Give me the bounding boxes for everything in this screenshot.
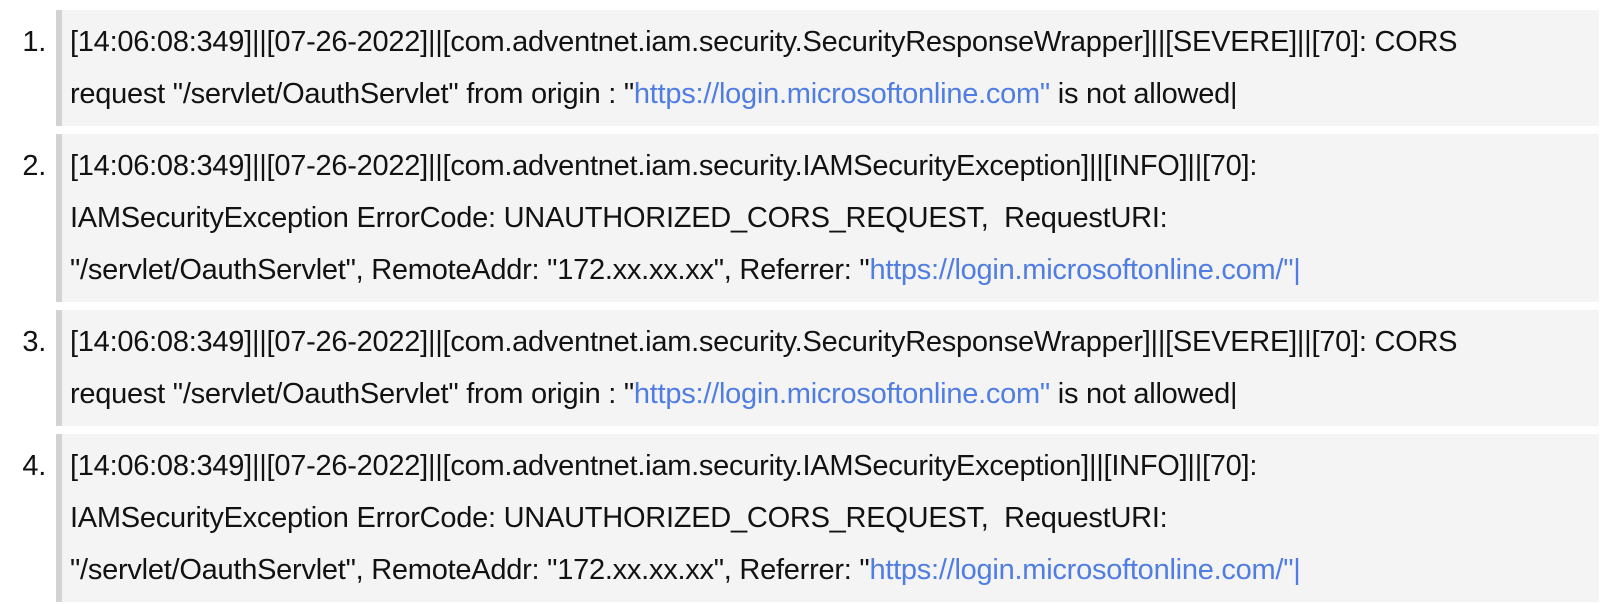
log-text-segment: [14:06:08:349]||[07-26-2022]||[com.adven… bbox=[70, 150, 1258, 286]
log-text-segment: is not allowed| bbox=[1049, 378, 1238, 410]
log-url-link[interactable]: https://login.microsoftonline.com/"| bbox=[869, 554, 1301, 586]
log-entry-text: [14:06:08:349]||[07-26-2022]||[com.adven… bbox=[56, 10, 1599, 126]
log-entry-text: [14:06:08:349]||[07-26-2022]||[com.adven… bbox=[56, 134, 1599, 302]
log-entry-text: [14:06:08:349]||[07-26-2022]||[com.adven… bbox=[56, 434, 1599, 602]
log-url-link[interactable]: https://login.microsoftonline.com" bbox=[633, 78, 1050, 110]
log-text-segment: is not allowed| bbox=[1049, 78, 1238, 110]
log-entry: 2. [14:06:08:349]||[07-26-2022]||[com.ad… bbox=[0, 134, 1622, 302]
log-entry-number: 4. bbox=[22, 450, 46, 482]
log-entry-number: 3. bbox=[22, 326, 46, 358]
log-entry-number: 1. bbox=[22, 26, 46, 58]
log-text-segment: [14:06:08:349]||[07-26-2022]||[com.adven… bbox=[70, 326, 1458, 410]
log-url-link[interactable]: https://login.microsoftonline.com/"| bbox=[869, 254, 1301, 286]
log-url-link[interactable]: https://login.microsoftonline.com" bbox=[633, 378, 1050, 410]
log-entry: 3. [14:06:08:349]||[07-26-2022]||[com.ad… bbox=[0, 310, 1622, 426]
log-entry: 4. [14:06:08:349]||[07-26-2022]||[com.ad… bbox=[0, 434, 1622, 602]
log-entry-text: [14:06:08:349]||[07-26-2022]||[com.adven… bbox=[56, 310, 1599, 426]
log-entry-number: 2. bbox=[22, 150, 46, 182]
log-text-segment: [14:06:08:349]||[07-26-2022]||[com.adven… bbox=[70, 26, 1458, 110]
log-entry: 1. [14:06:08:349]||[07-26-2022]||[com.ad… bbox=[0, 10, 1622, 126]
log-text-segment: [14:06:08:349]||[07-26-2022]||[com.adven… bbox=[70, 450, 1258, 586]
